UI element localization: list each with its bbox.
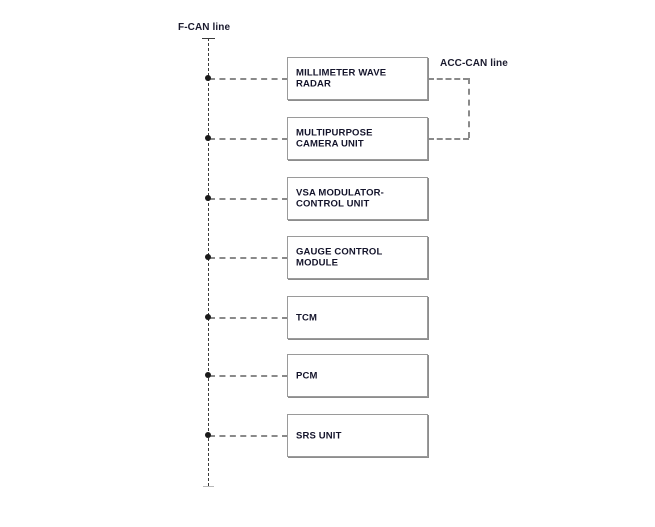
junction-dot-millimeter-wave-radar	[205, 75, 211, 81]
f-can-bus-line	[208, 38, 209, 486]
unit-label-vsa-modulator-control-unit: VSA MODULATOR- CONTROL UNIT	[296, 187, 384, 210]
acc-can-line-label: ACC-CAN line	[440, 58, 508, 69]
unit-box-multipurpose-camera-unit[interactable]: MULTIPURPOSE CAMERA UNIT	[287, 117, 428, 160]
f-can-bus-bottom-tick	[203, 486, 214, 487]
junction-dot-vsa-modulator-control-unit	[205, 195, 211, 201]
acc-can-segment-radar	[428, 78, 469, 80]
unit-label-tcm: TCM	[296, 311, 318, 323]
branch-millimeter-wave-radar	[209, 78, 288, 80]
junction-dot-tcm	[205, 314, 211, 320]
unit-box-vsa-modulator-control-unit[interactable]: VSA MODULATOR- CONTROL UNIT	[287, 177, 428, 220]
unit-label-gauge-control-module: GAUGE CONTROL MODULE	[296, 246, 383, 269]
unit-box-pcm[interactable]: PCM	[287, 354, 428, 397]
junction-dot-srs-unit	[205, 432, 211, 438]
branch-pcm	[209, 375, 288, 377]
branch-srs-unit	[209, 435, 288, 437]
acc-can-segment-vertical	[468, 78, 470, 138]
unit-box-srs-unit[interactable]: SRS UNIT	[287, 414, 428, 457]
unit-label-srs-unit: SRS UNIT	[296, 429, 342, 441]
junction-dot-pcm	[205, 372, 211, 378]
f-can-line-label: F-CAN line	[178, 22, 231, 33]
branch-multipurpose-camera-unit	[209, 138, 288, 140]
unit-label-multipurpose-camera-unit: MULTIPURPOSE CAMERA UNIT	[296, 127, 373, 150]
acc-can-segment-camera	[428, 138, 469, 140]
unit-box-tcm[interactable]: TCM	[287, 296, 428, 339]
branch-gauge-control-module	[209, 257, 288, 259]
unit-box-millimeter-wave-radar[interactable]: MILLIMETER WAVE RADAR	[287, 57, 428, 100]
junction-dot-gauge-control-module	[205, 254, 211, 260]
unit-label-millimeter-wave-radar: MILLIMETER WAVE RADAR	[296, 67, 387, 90]
branch-vsa-modulator-control-unit	[209, 198, 288, 200]
unit-box-gauge-control-module[interactable]: GAUGE CONTROL MODULE	[287, 236, 428, 279]
unit-label-pcm: PCM	[296, 369, 318, 381]
junction-dot-multipurpose-camera-unit	[205, 135, 211, 141]
branch-tcm	[209, 317, 288, 319]
